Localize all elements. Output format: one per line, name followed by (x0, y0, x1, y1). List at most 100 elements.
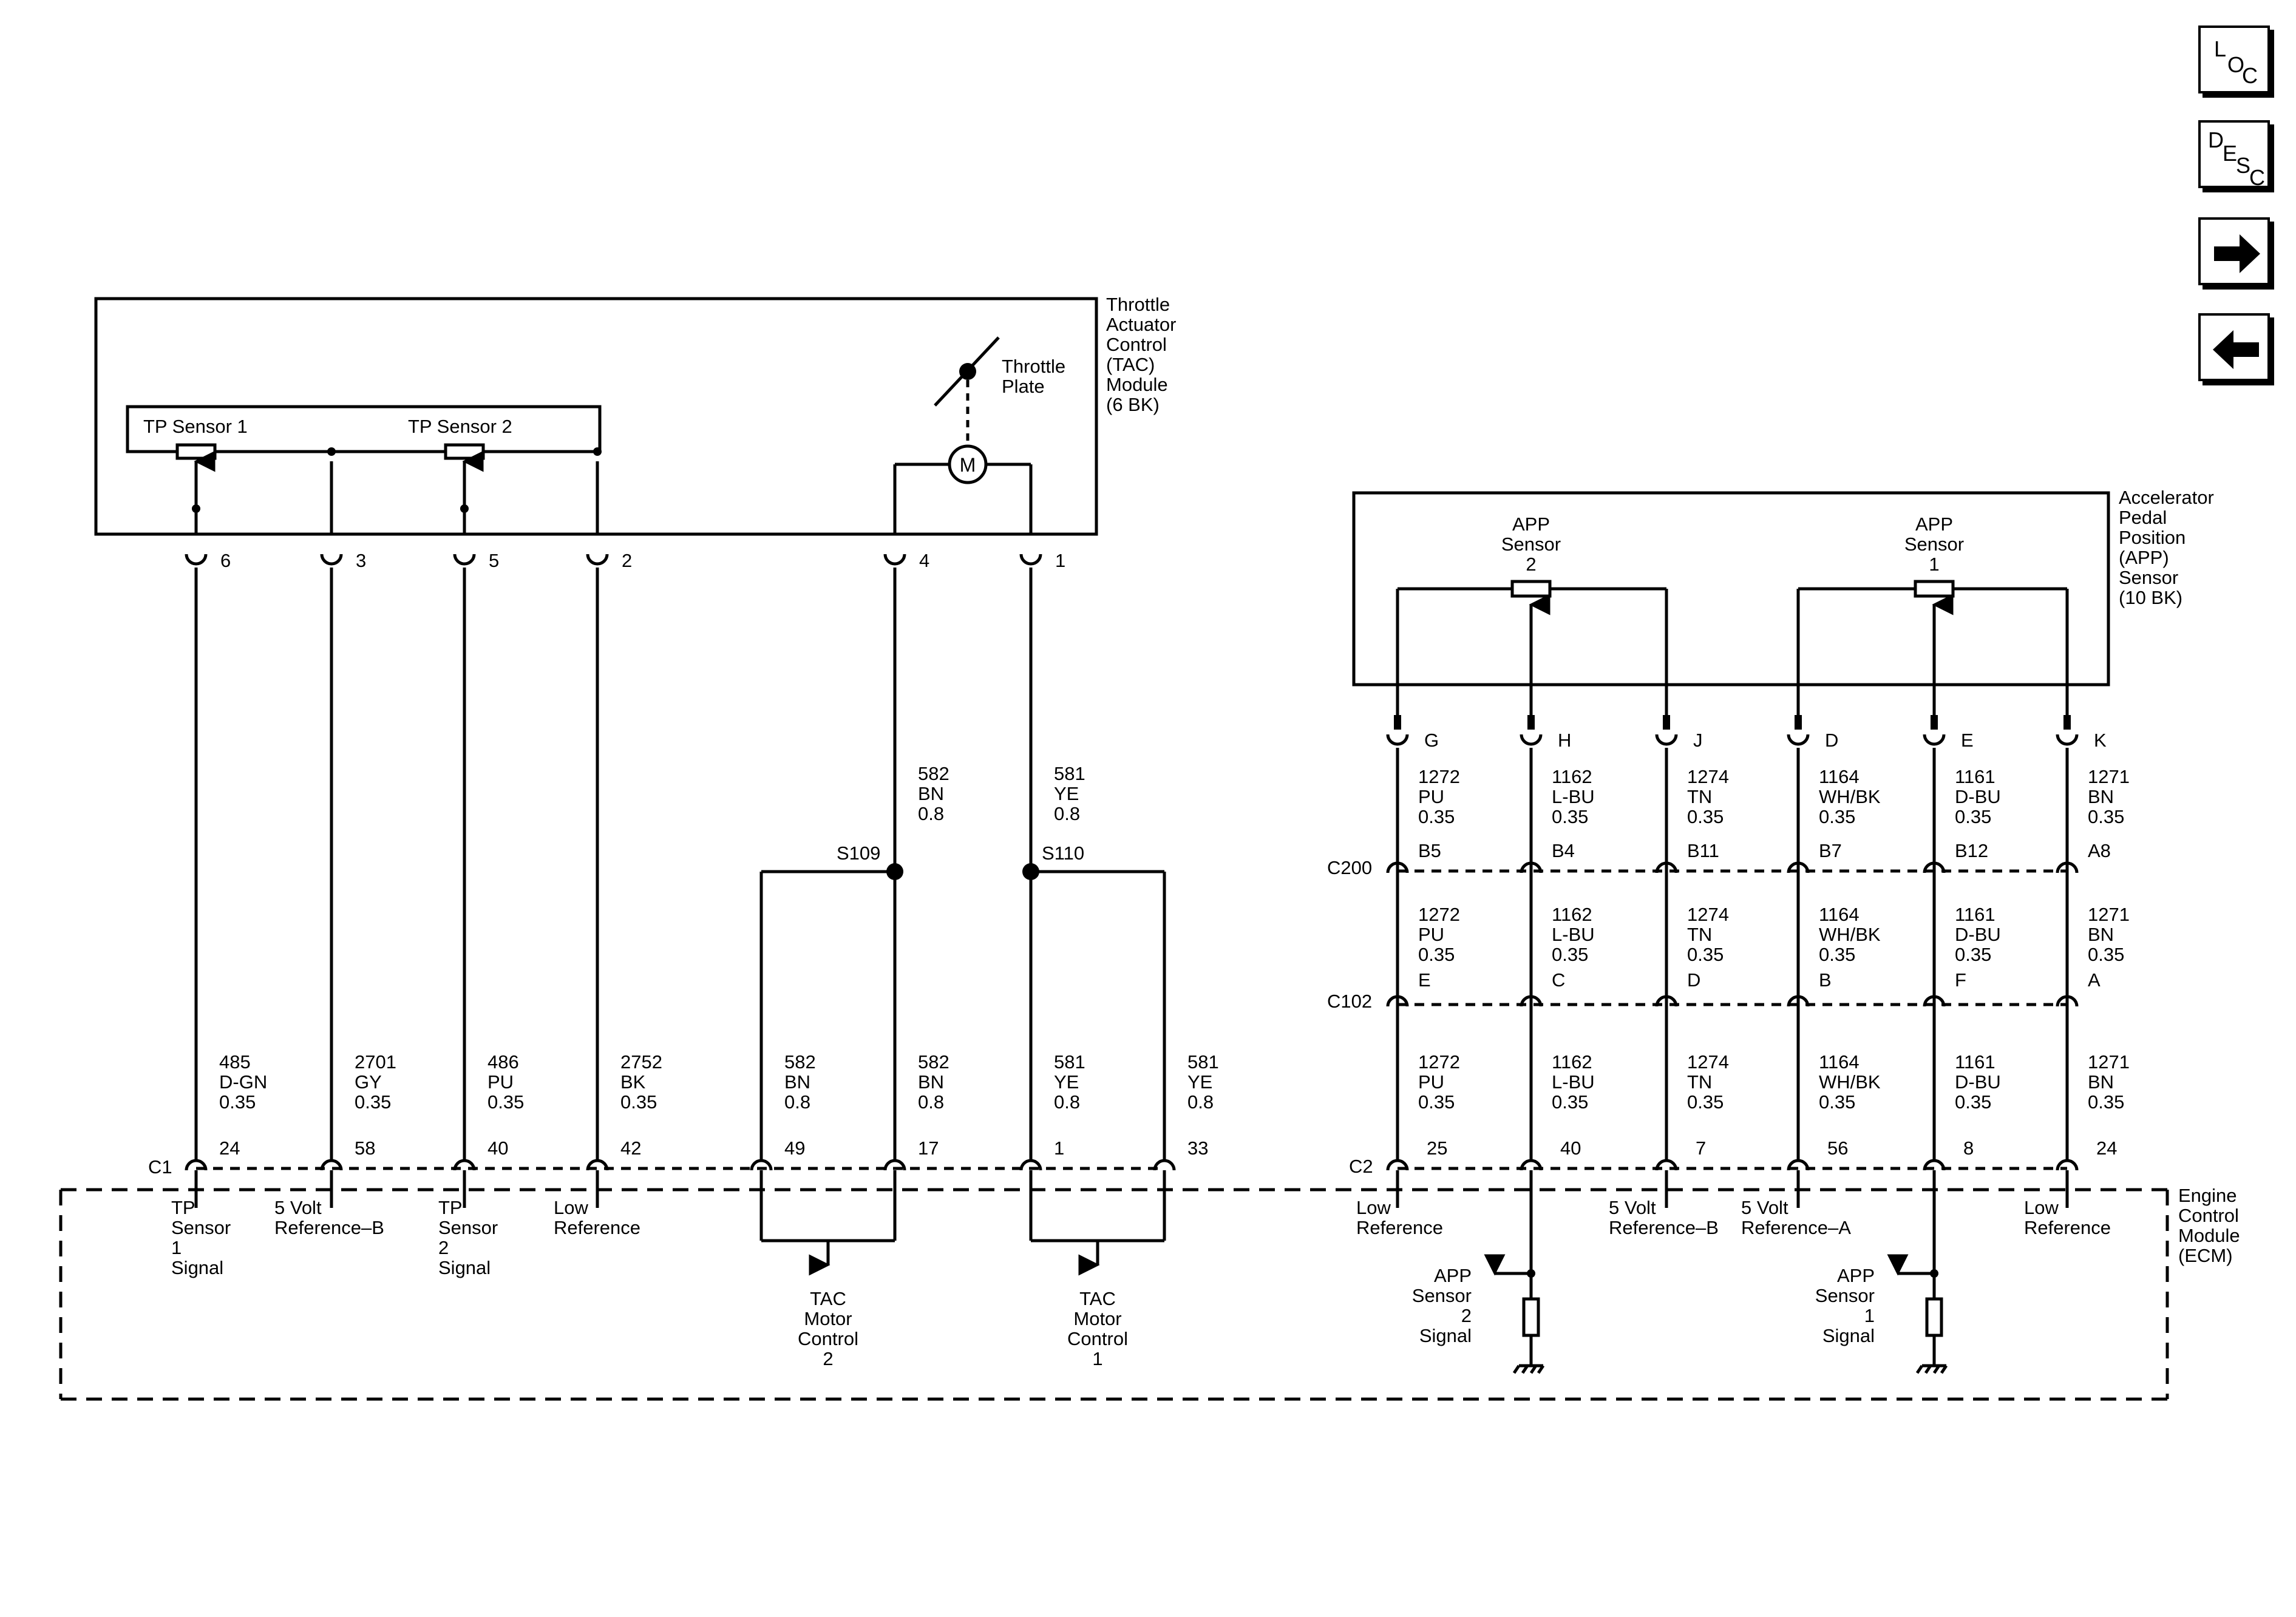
wire-label-line: 582 (918, 763, 949, 784)
c2-pin: 40 (1560, 1137, 1581, 1159)
wire-label-line: 0.35 (1955, 1091, 1991, 1113)
ecm-name-line: (ECM) (2178, 1245, 2233, 1266)
c2-cavity (1923, 1159, 1946, 1171)
app-terminal-tab (1795, 715, 1802, 730)
wire-label-line: 0.35 (2088, 944, 2124, 965)
app-pin-cup (1520, 734, 1543, 746)
tac-motor-control-2-label-line: Motor (804, 1308, 852, 1329)
prev-page-button[interactable] (2198, 313, 2270, 381)
ground-hatch (1915, 1364, 1924, 1374)
c1-cavity (1019, 1159, 1042, 1171)
wire-label-line: 1162 (1552, 766, 1592, 787)
c1-pin-number: 17 (918, 1137, 939, 1159)
app-sensor-1-label-line: APP (1915, 514, 1953, 535)
wire-label-line: 581 (1054, 1051, 1085, 1073)
pull-down-resistor (1522, 1297, 1540, 1337)
app-sensor-2-signal-label-line: Signal (1419, 1325, 1472, 1346)
c200-pin: B7 (1819, 840, 1842, 861)
next-page-button[interactable] (2198, 217, 2270, 285)
c200-cavity (1520, 861, 1543, 873)
wire-label-line: 0.35 (1418, 806, 1455, 827)
c102-pin: A (2088, 969, 2101, 991)
tac-module-name-line: Throttle (1106, 294, 1170, 315)
tac-pin-cup (586, 554, 609, 566)
c1-pin-number: 40 (487, 1137, 508, 1159)
app-module-name-line: Pedal (2119, 507, 2167, 528)
app-sensor-2-label-line: 2 (1526, 554, 1536, 575)
ecm-label-line: TP (171, 1197, 195, 1218)
c2-cavity (2056, 1159, 2079, 1171)
tac-pin-cup (1019, 554, 1042, 566)
pull-down-resistor (1925, 1297, 1943, 1337)
wire-label-line: 0.35 (2088, 1091, 2124, 1113)
app-module-name-line: Sensor (2119, 567, 2178, 588)
tp-sensor-1-label: TP Sensor 1 (143, 416, 248, 437)
wire-label-line: BN (918, 1071, 944, 1093)
ecm-label-line: Sensor (438, 1217, 498, 1238)
ecm-label-line: Low (2024, 1197, 2059, 1218)
tac-module-name-line: Control (1106, 334, 1167, 355)
wire-label-line: 1271 (2088, 1051, 2130, 1073)
wire-label-line: 1161 (1955, 1051, 1995, 1073)
loc-letter-c: C (2242, 63, 2258, 88)
wire-label-line: 0.35 (1955, 944, 1991, 965)
wire-label-line: 486 (487, 1051, 519, 1073)
ecm-label-line: Reference–B (274, 1217, 384, 1238)
app-pin-letter: H (1558, 730, 1571, 751)
c102-cavity (1787, 995, 1810, 1007)
wire-label-line: 0.35 (1687, 806, 1724, 827)
app-pin-cup (1386, 734, 1409, 746)
wire-label-line: 1274 (1687, 1051, 1729, 1073)
wire-label-line: TN (1687, 786, 1712, 807)
wire-label-line: BN (784, 1071, 810, 1093)
app-sensor-1-label-line: Sensor (1904, 534, 1964, 555)
ecm-name-line: Engine (2178, 1185, 2237, 1206)
wire-label-line: 1164 (1819, 904, 1860, 925)
wire-label-line: D-BU (1955, 1071, 2001, 1093)
loc-button[interactable]: L O C (2198, 25, 2270, 93)
c1-pin-number: 1 (1054, 1137, 1064, 1159)
ecm-label-line: 5 Volt (1741, 1197, 1788, 1218)
ground-hatch (1529, 1364, 1538, 1374)
app-sensor-1-signal-label-line: Sensor (1815, 1285, 1875, 1306)
tac-motor-control-2-label-line: Control (798, 1328, 858, 1349)
app-terminal-tab (1663, 715, 1670, 730)
wire-label-line: 0.35 (1418, 1091, 1455, 1113)
c1-pin-number: 33 (1187, 1137, 1208, 1159)
wire-label-line: 1274 (1687, 904, 1729, 925)
app-pin-cup (1655, 734, 1678, 746)
ground-hatch (1932, 1364, 1941, 1374)
wire-label-line: 0.35 (487, 1091, 524, 1113)
app-sensor-2-signal-label-line: APP (1434, 1265, 1472, 1286)
c1-pin-number: 49 (784, 1137, 805, 1159)
wire-label-line: L-BU (1552, 924, 1595, 945)
c102-cavity (1520, 995, 1543, 1007)
c102-pin: B (1819, 969, 1832, 991)
c200-cavity (1787, 861, 1810, 873)
c1-cavity (453, 1159, 476, 1171)
wire-label-line: 0.8 (1054, 1091, 1080, 1113)
c102-cavity (1923, 995, 1946, 1007)
tac-pin-number: 6 (220, 550, 231, 571)
wire-label-line: WH/BK (1819, 924, 1881, 945)
desc-button[interactable]: D E S C (2198, 120, 2270, 190)
wire-label-line: 1272 (1418, 766, 1460, 787)
c102-label: C102 (1327, 991, 1372, 1012)
c102-cavity (1655, 995, 1678, 1007)
c1-pin-number: 24 (219, 1137, 240, 1159)
ecm-label-line: 1 (171, 1237, 182, 1258)
tac-pin-cup (185, 554, 208, 566)
ecm-label-line: Reference (2024, 1217, 2111, 1238)
c1-pin-number: 42 (620, 1137, 641, 1159)
desc-letter-c: C (2249, 165, 2265, 190)
wire-label-line: 0.35 (620, 1091, 657, 1113)
wire-label-line: 0.8 (1187, 1091, 1214, 1113)
loc-letter-o: O (2227, 52, 2245, 77)
app-pin-cup (2056, 734, 2079, 746)
c200-pin: B12 (1955, 840, 1988, 861)
wire-label-line: 0.35 (1418, 944, 1455, 965)
arrow-right-icon (2214, 234, 2260, 273)
tac-motor-control-1-label-line: Control (1067, 1328, 1128, 1349)
wire-label-line: 0.35 (1687, 1091, 1724, 1113)
